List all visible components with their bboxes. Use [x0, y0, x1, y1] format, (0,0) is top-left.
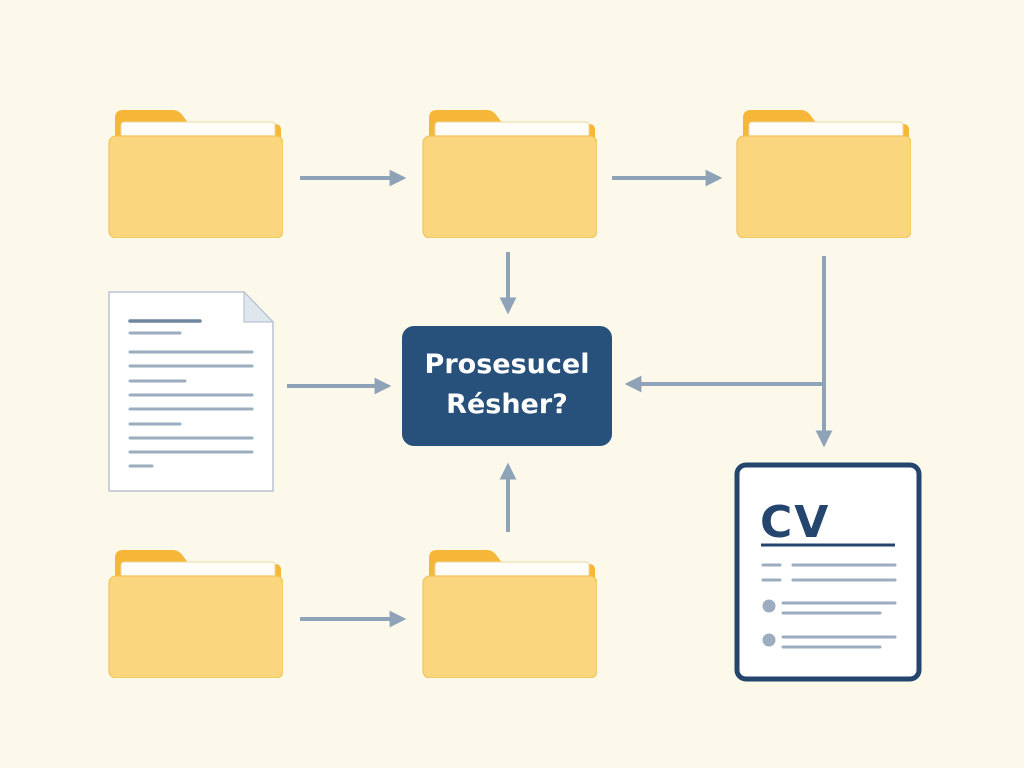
folder-icon-top-right [736, 109, 911, 238]
cv-icon: CV [734, 462, 922, 682]
cv-title: CV [760, 497, 830, 548]
center-box-line1: Prosesucel [425, 349, 590, 380]
document-icon [108, 290, 275, 492]
folder-icon-bottom-left [108, 549, 283, 678]
center-process-box: Prosesucel Résher? [402, 326, 612, 446]
folder-icon-top-left [108, 109, 283, 238]
center-box-line2: Résher? [446, 389, 568, 420]
folder-icon-bottom-middle [422, 549, 597, 678]
folder-icon-top-middle [422, 109, 597, 238]
